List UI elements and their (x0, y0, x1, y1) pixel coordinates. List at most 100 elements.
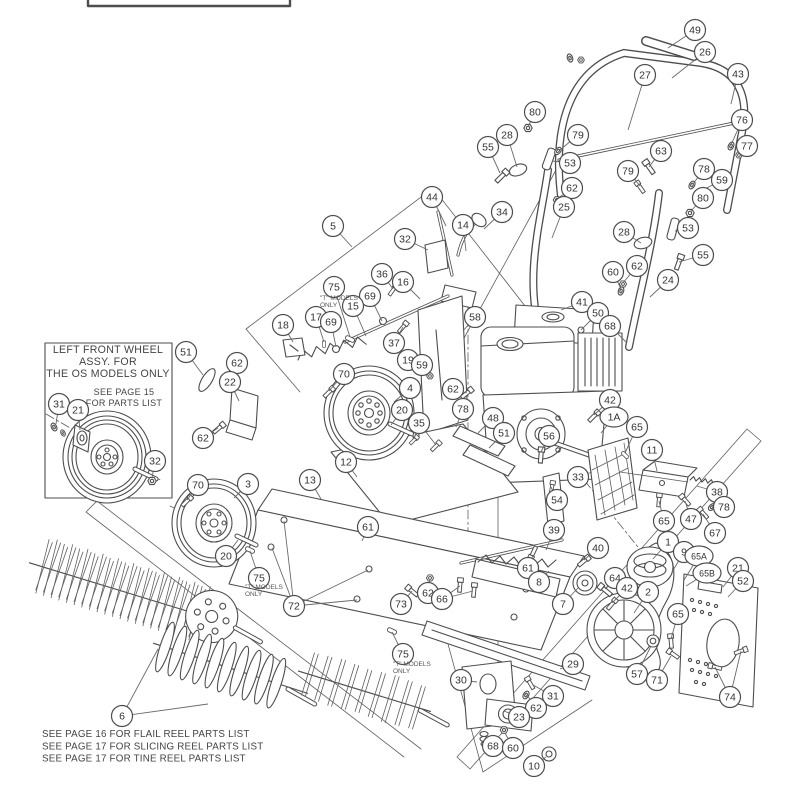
svg-text:76: 76 (736, 114, 748, 126)
svg-text:24: 24 (662, 274, 674, 286)
callout-66: 66 (430, 587, 454, 611)
svg-text:68: 68 (604, 320, 616, 332)
svg-text:73: 73 (395, 598, 407, 610)
svg-text:71: 71 (651, 674, 663, 686)
callout-67: 67 (703, 521, 727, 545)
mesh-panel (587, 437, 638, 521)
callout-77: 77 (735, 134, 759, 158)
callout-3: 3 (236, 472, 260, 496)
svg-text:62: 62 (447, 383, 459, 395)
svg-text:18: 18 (277, 319, 289, 331)
svg-text:8: 8 (536, 576, 542, 588)
cover-vent-pattern (687, 597, 719, 687)
callout-72: 72 (282, 594, 306, 618)
svg-text:59: 59 (716, 174, 728, 186)
svg-text:31: 31 (53, 398, 65, 410)
svg-text:79: 79 (572, 129, 584, 141)
svg-text:63: 63 (655, 145, 667, 157)
callout-62: 62 (225, 351, 249, 375)
slicing-reel (153, 621, 318, 709)
svg-text:5: 5 (330, 220, 336, 232)
svg-text:68: 68 (487, 740, 499, 752)
svg-text:61: 61 (522, 562, 534, 574)
callout-80: 80 (691, 186, 715, 210)
callout-10: 10 (522, 754, 546, 778)
inset-title-line3: THE OS MODELS ONLY (46, 368, 170, 380)
callout-34: 34 (490, 200, 514, 224)
callout-78: 78 (712, 495, 736, 519)
callout-65: 65 (625, 415, 649, 439)
callout-23: 23 (507, 705, 531, 729)
callout-74: 74 (718, 685, 742, 709)
svg-text:70: 70 (192, 479, 204, 491)
svg-text:80: 80 (529, 106, 541, 118)
tine-reel (297, 652, 450, 730)
svg-text:65: 65 (631, 421, 643, 433)
svg-text:13: 13 (304, 474, 316, 486)
svg-text:19: 19 (402, 354, 414, 366)
callout-80: 80 (523, 100, 547, 124)
callout-12: 12 (334, 450, 358, 474)
handle-clamp (508, 163, 528, 177)
svg-text:42: 42 (604, 394, 616, 406)
callout-47: 47 (679, 507, 703, 531)
spring (297, 336, 367, 361)
callout-1: 1 (656, 530, 680, 554)
callout-36: 36 (370, 262, 394, 286)
callout-78: 78 (451, 397, 475, 421)
svg-text:30: 30 (455, 674, 467, 686)
callout-33: 33 (566, 465, 590, 489)
flail-reel (28, 539, 263, 645)
svg-text:43: 43 (732, 68, 744, 80)
svg-text:32: 32 (149, 455, 161, 467)
model-note: "T" MODELS (393, 661, 432, 668)
svg-text:77: 77 (741, 140, 753, 152)
callout-16: 16 (391, 270, 415, 294)
callout-65: 65 (652, 509, 676, 533)
callout-57: 57 (625, 662, 649, 686)
svg-text:78: 78 (698, 163, 710, 175)
inset-box: LEFT FRONT WHEEL ASSY. FOR THE OS MODELS… (44, 342, 173, 504)
callout-68: 68 (481, 734, 505, 758)
fuel-tank (480, 326, 575, 398)
svg-text:21: 21 (732, 562, 744, 574)
svg-text:3: 3 (245, 478, 251, 490)
callout-56: 56 (537, 424, 561, 448)
svg-text:14: 14 (457, 219, 469, 231)
shim-oval (198, 368, 216, 392)
wheel-mount-parts (198, 368, 259, 441)
callout-53: 53 (676, 216, 700, 240)
svg-text:57: 57 (631, 668, 643, 680)
callout-20: 20 (390, 398, 414, 422)
svg-text:16: 16 (397, 276, 409, 288)
callout-58: 58 (463, 305, 487, 329)
leader-line (121, 703, 209, 717)
top-cropped-box (86, 0, 292, 8)
svg-text:28: 28 (501, 129, 513, 141)
svg-text:1A: 1A (608, 411, 621, 423)
svg-text:62: 62 (631, 260, 643, 272)
callout-18: 18 (271, 313, 295, 337)
svg-text:79: 79 (622, 165, 634, 177)
svg-text:75: 75 (328, 281, 340, 293)
drive-system (586, 542, 759, 708)
svg-text:65: 65 (672, 608, 684, 620)
callout-51: 51 (492, 421, 516, 445)
callout-48: 48 (481, 406, 505, 430)
callout-63: 63 (649, 139, 673, 163)
svg-text:7: 7 (560, 598, 566, 610)
svg-text:75: 75 (253, 572, 265, 584)
callout-62: 62 (560, 176, 584, 200)
callout-28: 28 (612, 220, 636, 244)
svg-text:10: 10 (528, 760, 540, 772)
svg-text:20: 20 (220, 550, 232, 562)
callout-1A: 1A (599, 406, 629, 428)
callout-71: 71 (645, 668, 669, 692)
fuel-cap (496, 336, 524, 352)
callout-8: 8 (527, 570, 551, 594)
svg-text:69: 69 (325, 316, 337, 328)
callout-14: 14 (451, 213, 475, 237)
svg-text:35: 35 (413, 417, 425, 429)
svg-text:62: 62 (530, 702, 542, 714)
